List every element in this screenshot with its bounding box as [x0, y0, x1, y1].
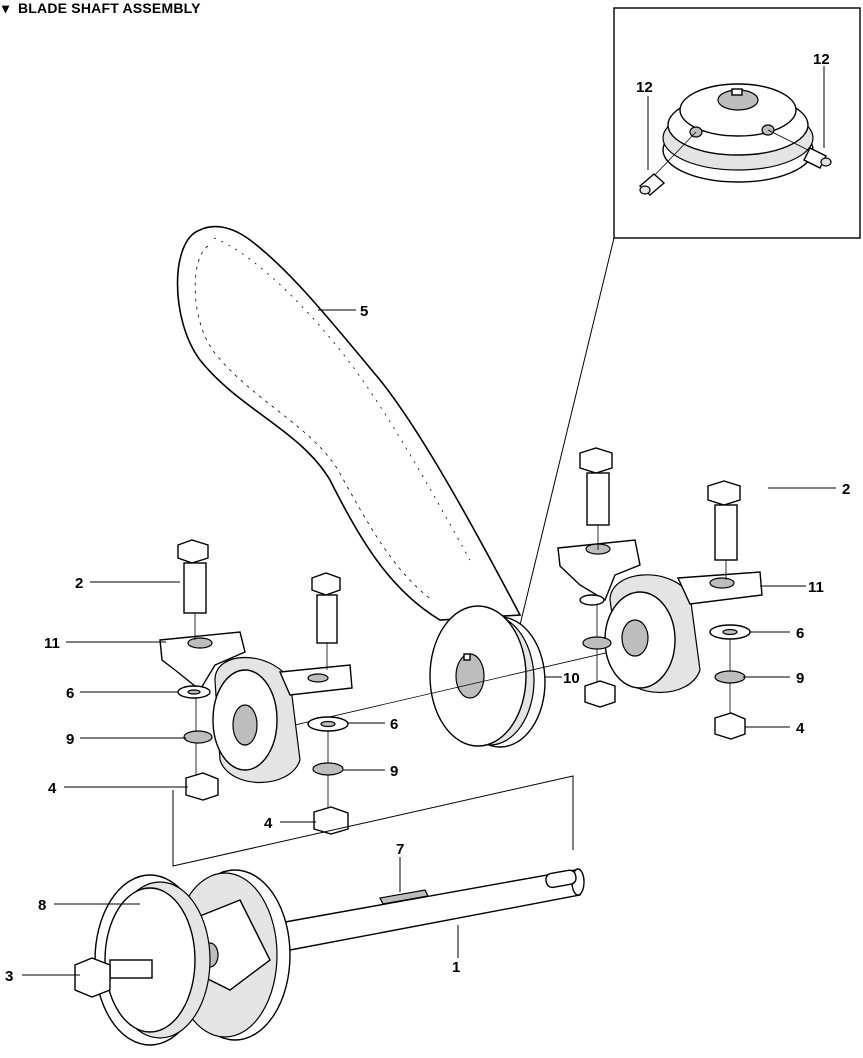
inset-detail: 12 12 — [519, 7, 861, 626]
inset-pulley — [662, 83, 814, 183]
callout-6-middle: 6 — [390, 716, 398, 733]
bolt-right-b — [707, 480, 741, 580]
callout-4-right: 4 — [796, 720, 805, 737]
callout-12-left: 12 — [636, 79, 653, 96]
callout-11-left: 11 — [44, 635, 60, 652]
callout-1: 1 — [452, 959, 460, 976]
inset-pin-right — [767, 129, 832, 169]
bolt-left-b — [311, 572, 341, 670]
right-hardware — [579, 594, 751, 740]
leader-lines — [22, 487, 836, 976]
callout-5: 5 — [360, 303, 368, 320]
callout-8: 8 — [38, 897, 46, 914]
callout-12-right: 12 — [813, 51, 830, 68]
inset-leader — [519, 237, 615, 626]
bolt-right-a — [579, 447, 613, 550]
callout-2-right: 2 — [842, 481, 850, 498]
callout-9-middle: 9 — [390, 763, 398, 780]
shaft-axis-line — [229, 644, 641, 741]
pulley-bolt — [74, 957, 111, 998]
callout-10: 10 — [563, 670, 580, 687]
diagram-title: ▾ BLADE SHAFT ASSEMBLY — [2, 0, 201, 17]
title-marker-icon: ▾ — [2, 0, 10, 16]
callout-4-left: 4 — [48, 780, 57, 797]
left-hardware — [177, 685, 349, 835]
callout-3: 3 — [5, 968, 13, 985]
callout-6-left: 6 — [66, 685, 74, 702]
callout-6-right: 6 — [796, 625, 804, 642]
group-bracket — [172, 775, 574, 867]
belt: 5 — [176, 225, 522, 621]
bolt-left-a — [177, 539, 209, 640]
callout-7: 7 — [396, 841, 404, 858]
callout-4-middle: 4 — [264, 815, 273, 832]
blade-shaft — [284, 868, 585, 951]
inset-pin-left — [638, 131, 697, 196]
title-text: BLADE SHAFT ASSEMBLY — [18, 0, 201, 16]
callout-11-right: 11 — [808, 579, 824, 596]
lower-pulley-assembly — [74, 869, 291, 1046]
right-bearing-housing — [557, 539, 763, 694]
shaft-key — [379, 889, 429, 905]
left-bearing-housing — [159, 631, 353, 784]
callout-9-left: 9 — [66, 731, 74, 748]
callout-2-left: 2 — [75, 575, 83, 592]
callout-9-right: 9 — [796, 670, 804, 687]
